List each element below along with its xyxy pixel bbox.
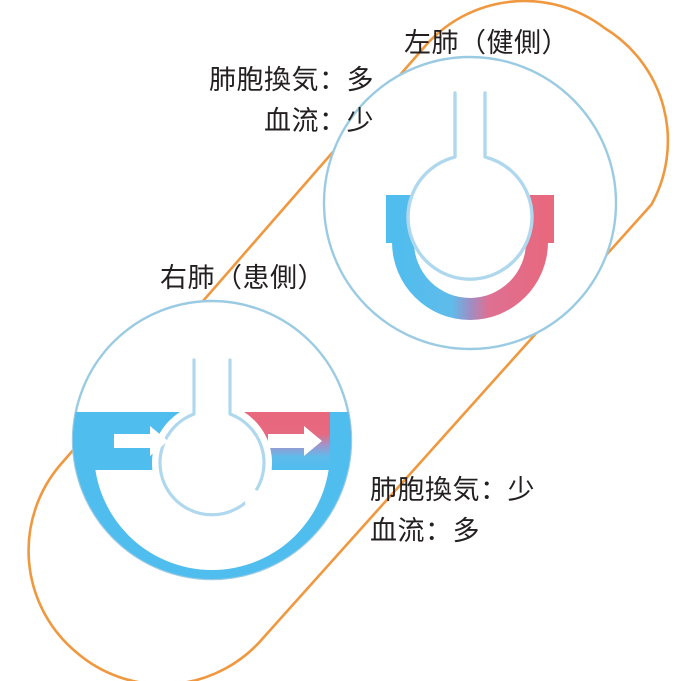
right-lung-stats: 肺胞換気：少 血流：多 — [370, 470, 558, 552]
left-lung-ventilation-label: 肺胞換気：多 — [209, 65, 374, 95]
right-lung-ventilation-label: 肺胞換気：少 — [370, 475, 535, 505]
left-lung-figure — [322, 55, 618, 351]
curved-arrow-icon — [141, 484, 283, 535]
right-lung-figure — [71, 299, 353, 581]
right-lung-perfusion-label: 血流：多 — [370, 516, 480, 546]
circulation-loop-icon — [27, 0, 670, 681]
left-lung-title: 左肺（健側） — [404, 28, 569, 58]
flow-arrow-outflow-icon — [268, 426, 322, 456]
left-lung-alveolus-icon — [406, 91, 534, 281]
left-lung-capillary-band — [392, 195, 548, 320]
flow-arrow-inflow-icon — [114, 426, 168, 456]
left-lung-stats: 肺胞換気：多 血流：少 — [186, 60, 374, 142]
right-lung-title: 右肺（患側） — [160, 263, 325, 293]
left-lung-perfusion-label: 血流：少 — [264, 106, 374, 136]
